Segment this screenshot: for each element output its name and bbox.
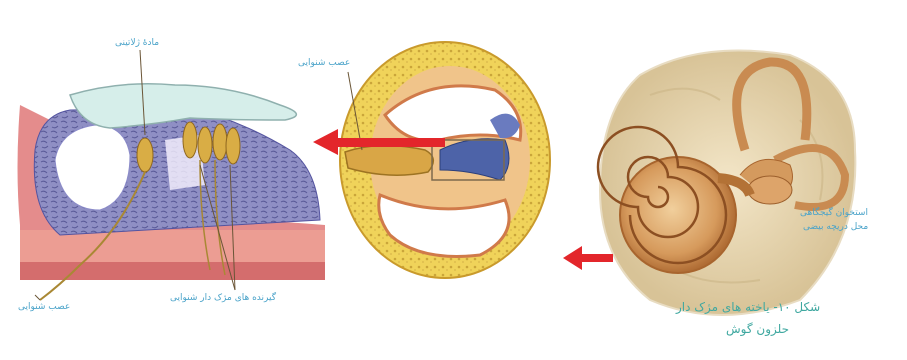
cochlea-cross-section xyxy=(340,42,550,278)
label-hair-cell-receptors: گیرنده های مژک دار شنوایی xyxy=(170,293,276,303)
ear-cochlea-illustration xyxy=(598,51,855,316)
figure-caption-line2: حلزون گوش xyxy=(726,322,789,336)
organ-of-corti-illustration xyxy=(18,50,326,300)
arrow-right-to-middle xyxy=(563,246,613,270)
label-oval-window: محل دریچه بیضی xyxy=(803,222,868,232)
label-gelatinous-matter: مادهٔ ژلاتینی xyxy=(115,38,159,48)
label-temporal-bone: استخوان گیجگاهی xyxy=(800,208,868,218)
figure-caption-line1: شکل ۱۰- یاخته های مژک دار xyxy=(676,300,820,314)
label-auditory-nerve-left: عصب شنوایی xyxy=(18,302,70,312)
label-auditory-nerve-top: عصب شنوایی xyxy=(298,58,350,68)
